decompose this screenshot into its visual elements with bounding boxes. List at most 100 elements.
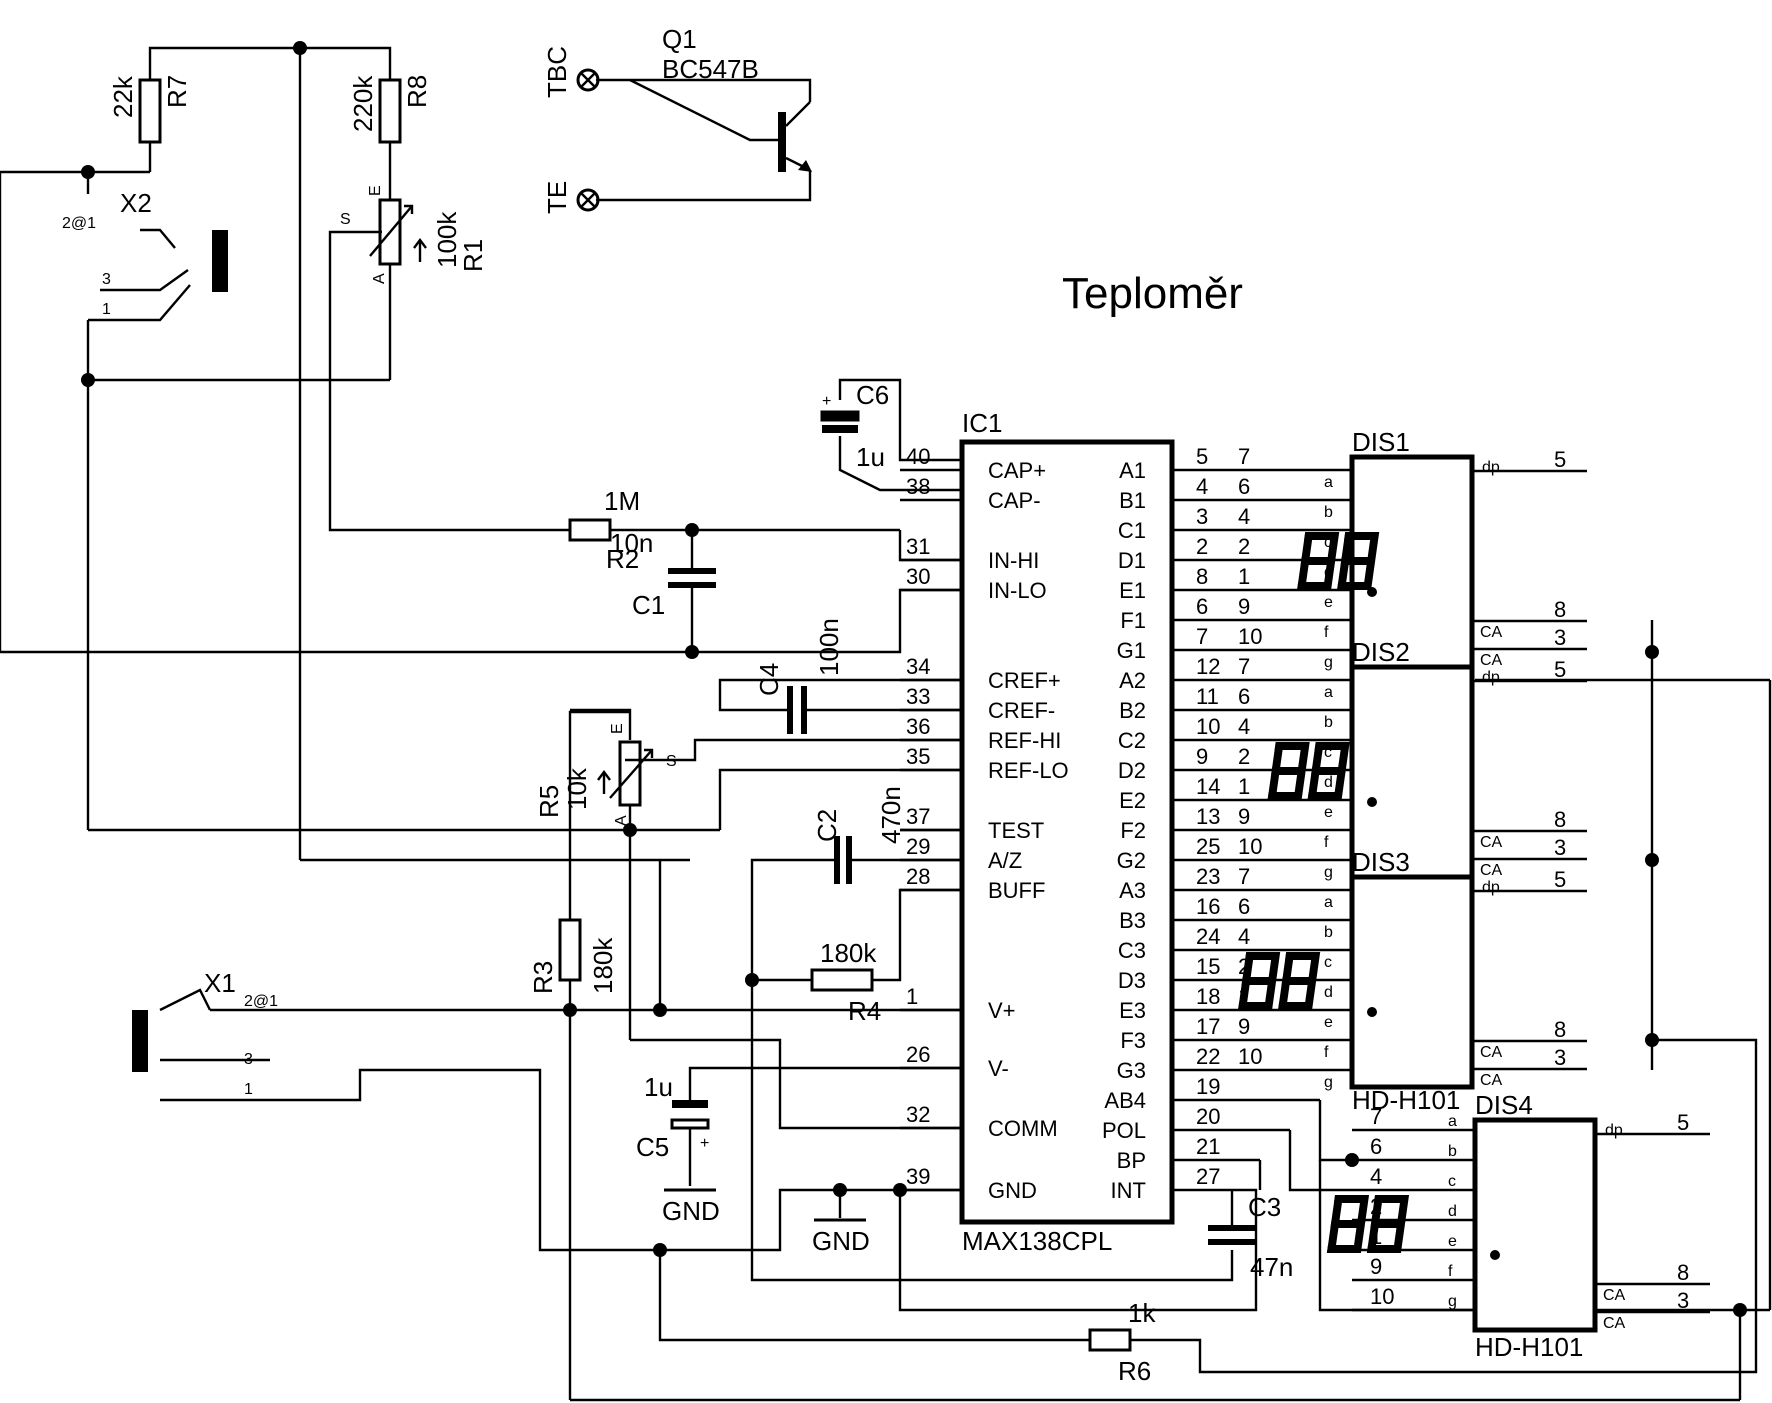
display-ca-number: 3 [1554, 1045, 1566, 1070]
display-segment-letter: f [1324, 624, 1329, 641]
transistor-q1: Q1 BC547B [662, 24, 812, 172]
jack-x1: X1 2@1 3 1 [132, 968, 278, 1098]
decimal-point [1367, 1007, 1377, 1017]
gnd-label-1: GND [662, 1196, 720, 1226]
ic1-left-pin-name: V- [988, 1056, 1009, 1081]
display-pin-number: 1 [1238, 774, 1250, 799]
r1-pin-a: A [371, 273, 388, 284]
ic1-right-pin-number: 22 [1196, 1044, 1220, 1069]
c3-value: 47n [1250, 1252, 1293, 1282]
schematic-title: Teploměr [1062, 269, 1243, 318]
display-ca-label: CA [1480, 1072, 1503, 1089]
digit-segment [1300, 557, 1330, 565]
digit-segment [1293, 742, 1310, 800]
display-part: HD-H101 [1475, 1332, 1583, 1362]
terminal-tbc: TBC [542, 46, 600, 98]
c5-value: 1u [644, 1072, 673, 1102]
dis4-segment-letter: e [1448, 1233, 1457, 1250]
display-ca-number: 8 [1677, 1260, 1689, 1285]
display-pin-number: 7 [1238, 444, 1250, 469]
r5-pin-a: A [613, 815, 630, 826]
ic1-right-pin-number: 7 [1196, 624, 1208, 649]
gnd-symbol-c5: GND [662, 1188, 720, 1226]
display-segment-letter: a [1324, 684, 1333, 701]
display-ca-number: 3 [1554, 835, 1566, 860]
wires [0, 46, 1772, 1402]
r5-pin-s: S [666, 753, 677, 770]
display-ca-number: 8 [1554, 807, 1566, 832]
display-ref: DIS4 [1475, 1090, 1533, 1120]
display-ca-number: 3 [1554, 625, 1566, 650]
r5-ref: R5 [534, 785, 564, 818]
c1-ref: C1 [632, 590, 665, 620]
ic1-right-pin-number: 4 [1196, 474, 1208, 499]
ic1-right-pin-number: 8 [1196, 564, 1208, 589]
seven-segment-displays: DIS1HD-H101dp5CA8CA3DIS2HD-H101dp5CA8CA3… [1238, 427, 1710, 1362]
potentiometer-r1: E S A 100k R1 [340, 185, 488, 284]
display-dp-label: dp [1482, 669, 1500, 686]
ic1-left-pin-name: CAP- [988, 488, 1041, 513]
potentiometer-r5: E S A R5 10k [534, 723, 677, 826]
dis4-segment-letter: f [1448, 1263, 1453, 1280]
capacitor-c3: C3 47n [1208, 1192, 1293, 1282]
r1-ref: R1 [458, 239, 488, 272]
digit-segment [1281, 977, 1311, 985]
display-segment-letter: g [1324, 864, 1333, 881]
dis4-pin-number: 6 [1370, 1134, 1382, 1159]
display-segment-letter: g [1324, 1074, 1333, 1091]
q1-value: BC547B [662, 54, 759, 84]
ic1-left-pin-number: 34 [906, 654, 930, 679]
dis4-segment-letter: g [1448, 1293, 1457, 1310]
ic1-right-pin-name: C3 [1118, 938, 1146, 963]
display-pin-number: 6 [1238, 474, 1250, 499]
r1-value: 100k [432, 211, 462, 268]
digit-segment [1392, 1195, 1410, 1253]
ic1-left-pin-number: 1 [906, 984, 918, 1009]
ic1-right-pin-name: E2 [1119, 788, 1146, 813]
x1-pin-3: 3 [244, 1051, 253, 1068]
ic1-right-pin-number: 25 [1196, 834, 1220, 859]
resistor-r7: 22k R7 [108, 75, 192, 144]
ic1-right-pin-name: G2 [1117, 848, 1146, 873]
resistor-r6: 1k R6 [1088, 1298, 1156, 1386]
digit-segment [1363, 532, 1380, 590]
ic1-left-pin-number: 33 [906, 684, 930, 709]
c4-value: 100n [814, 618, 844, 676]
ic1-right-pin-name: BP [1117, 1148, 1146, 1173]
gnd-label-2: GND [812, 1226, 870, 1256]
ic1-right-pin-name: G3 [1117, 1058, 1146, 1083]
ic1-right-pin-name: B2 [1119, 698, 1146, 723]
dis4-pin-number: 2 [1370, 1194, 1382, 1219]
r3-value: 180k [588, 937, 618, 994]
r1-pin-s: S [340, 211, 351, 228]
ic1-right-pin-name: POL [1102, 1118, 1146, 1143]
ic1-right-pin-name: C1 [1118, 518, 1146, 543]
digit-segment [1311, 767, 1341, 775]
ic1-right-pin-number: 15 [1196, 954, 1220, 979]
r5-value: 10k [562, 767, 592, 810]
digit-segment [1307, 792, 1337, 800]
ic1-right-pin-name: C2 [1118, 728, 1146, 753]
x1-pin-1: 1 [244, 1081, 253, 1098]
display-segment-letter: e [1324, 594, 1333, 611]
display-segment-letter: c [1324, 744, 1332, 761]
digit-segment [1238, 1002, 1268, 1010]
ic1-right-pin-name: E3 [1119, 998, 1146, 1023]
ic1-right-pin-name: D2 [1118, 758, 1146, 783]
ic1-right-pin-number: 14 [1196, 774, 1220, 799]
r3-ref: R3 [528, 961, 558, 994]
terminal-te: TE [542, 181, 600, 214]
dis4-segment-letter: b [1448, 1143, 1457, 1160]
r7-ref: R7 [162, 75, 192, 108]
capacitor-c5: 1u C5 + [636, 1072, 710, 1162]
resistor-r8: 220k R8 [348, 75, 432, 144]
digit-segment [1264, 952, 1281, 1010]
te-label: TE [542, 181, 572, 214]
ic1-right-pin-name: A1 [1119, 458, 1146, 483]
display-dp-number: 5 [1554, 447, 1566, 472]
display-pin-number: 1 [1238, 564, 1250, 589]
display-segment-letter: c [1324, 954, 1332, 971]
r6-value: 1k [1128, 1298, 1156, 1328]
display-dp-number: 5 [1677, 1110, 1689, 1135]
